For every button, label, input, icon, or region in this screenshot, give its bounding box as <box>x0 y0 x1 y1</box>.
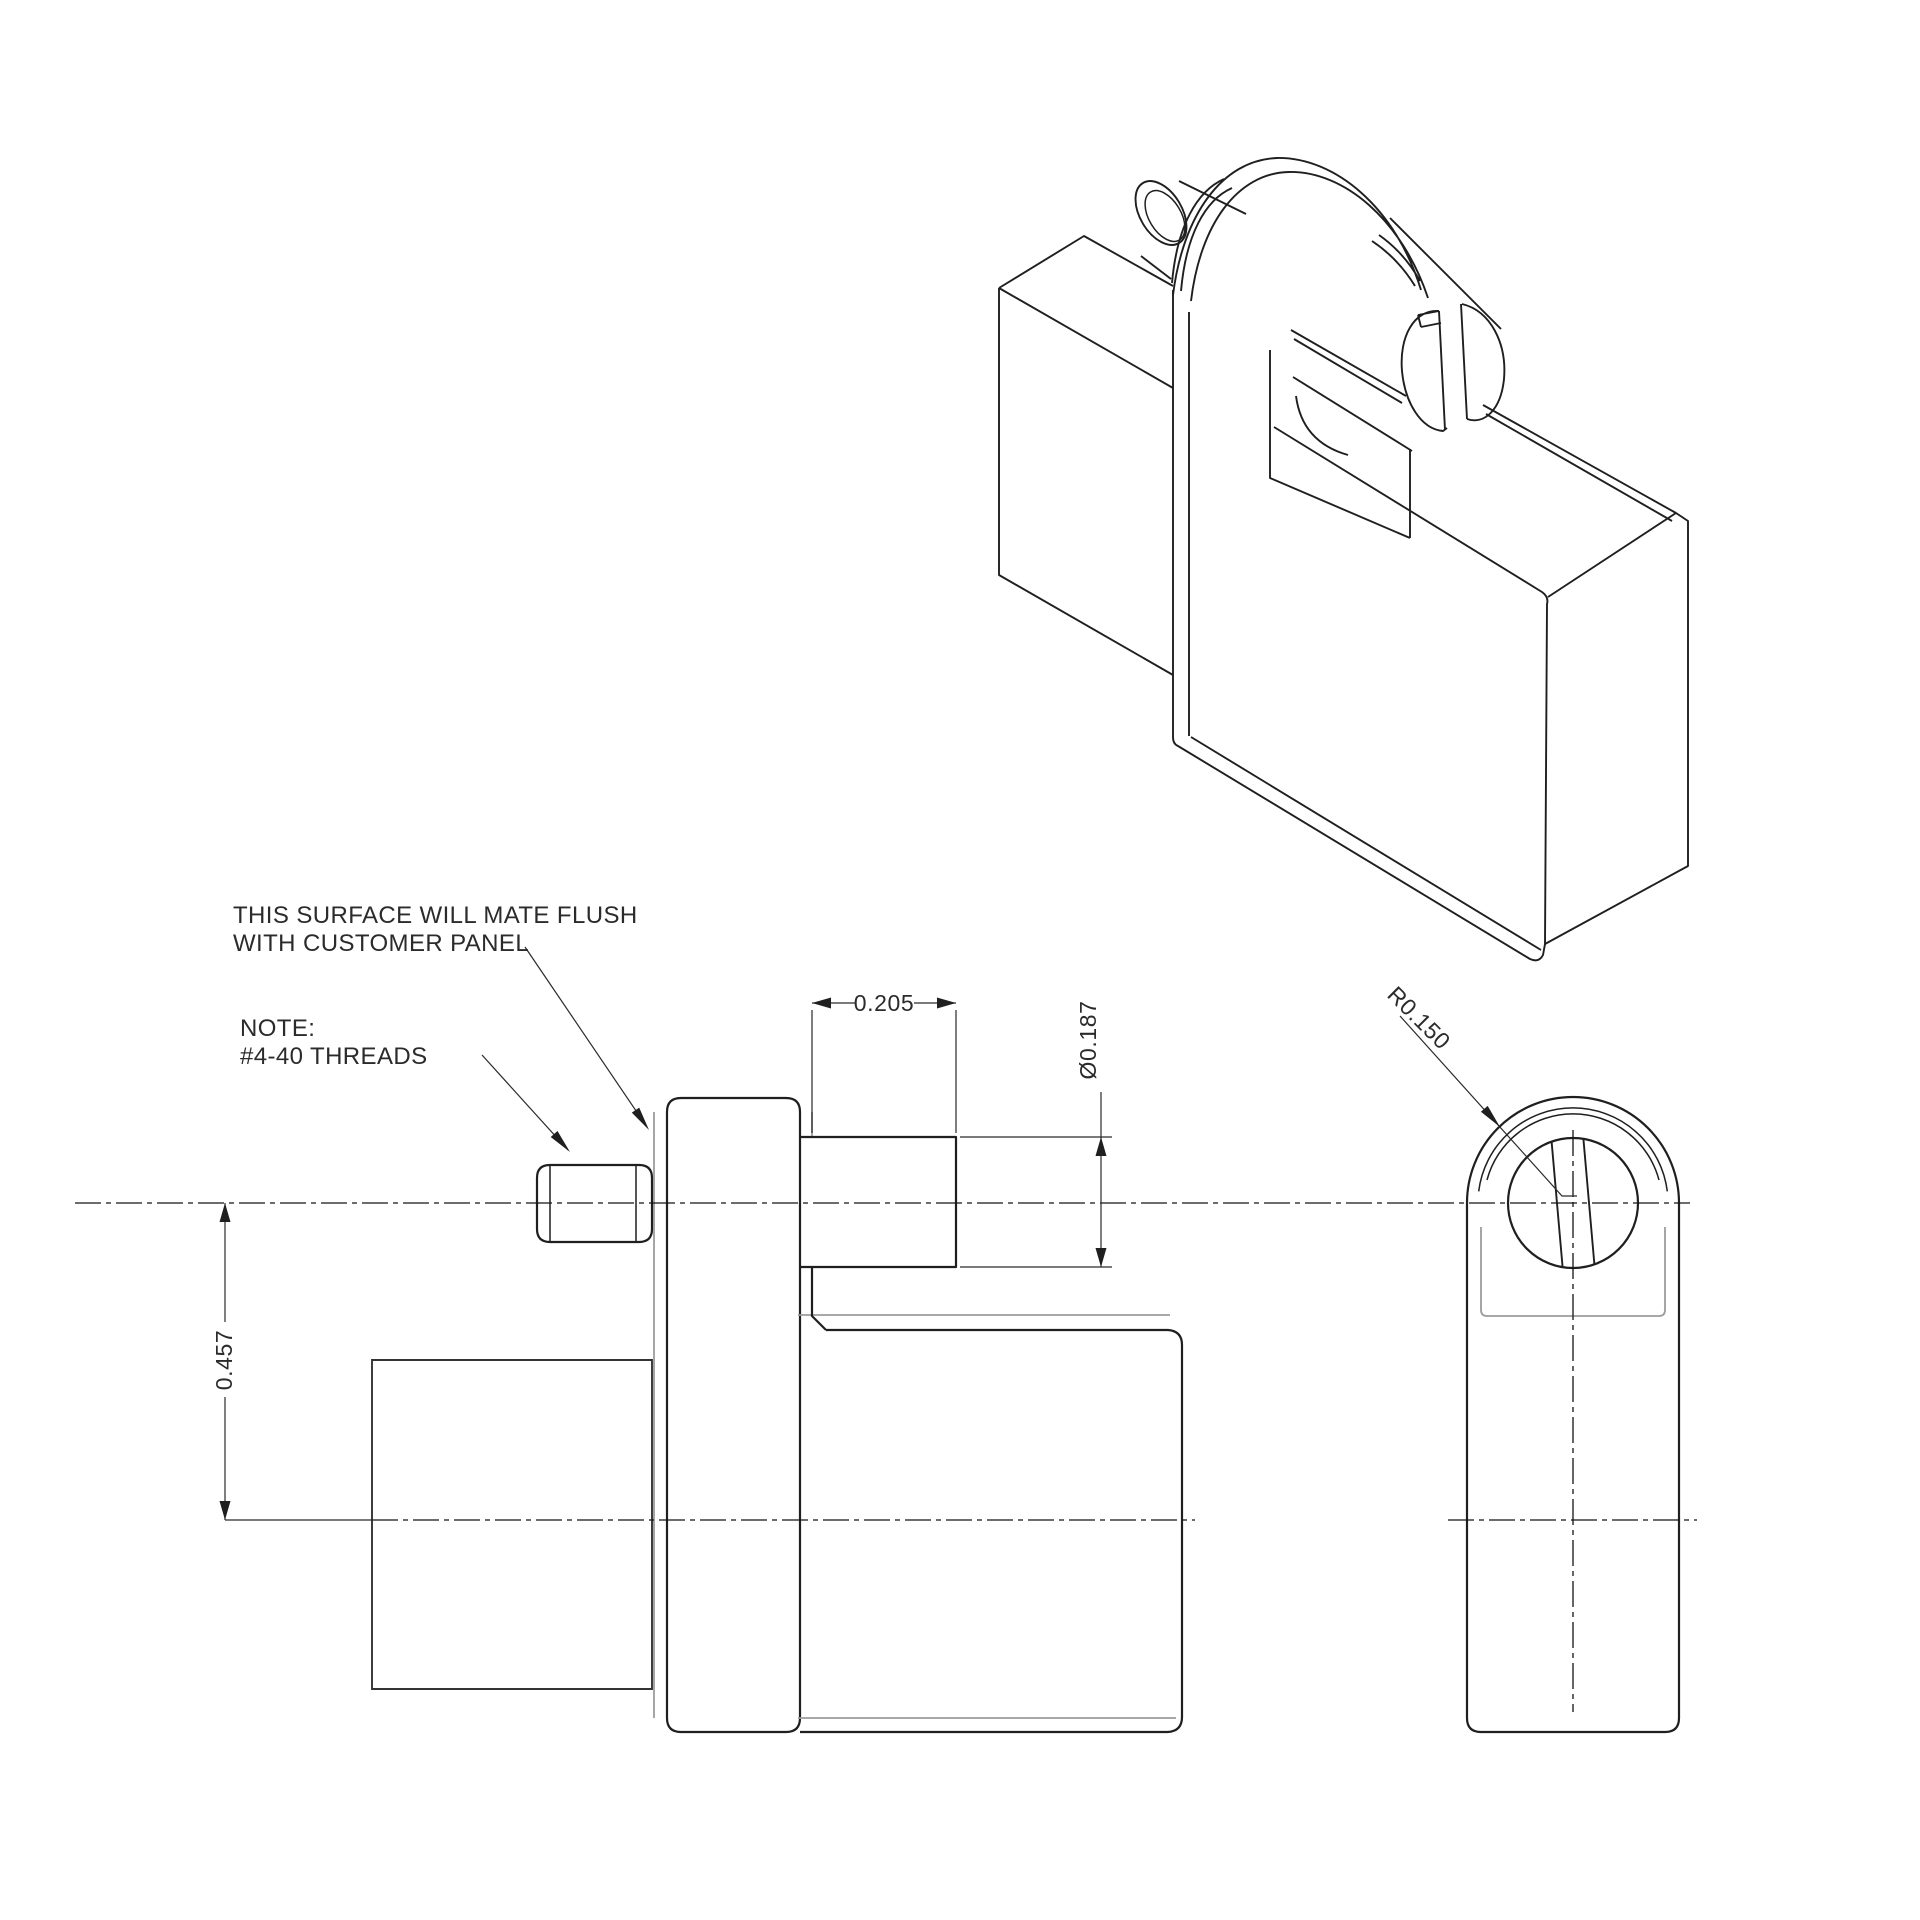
thread-note-line2: #4-40 THREADS <box>240 1043 428 1070</box>
dim-0205-arrow-right <box>937 997 956 1009</box>
surface-note-line1: THIS SURFACE WILL MATE FLUSH <box>233 902 638 929</box>
dim-0205-arrow-left <box>812 997 831 1009</box>
dim-0205-lines <box>811 1002 957 1133</box>
dimension-vertical-offset: 0.457 <box>211 1203 372 1521</box>
dim-r0150-arrow <box>1480 1105 1500 1127</box>
dim-r0150-leader <box>1399 1015 1577 1197</box>
dim-0187-arrow-bottom <box>1095 1248 1107 1267</box>
dim-0457-arrow-top <box>219 1203 231 1222</box>
dim-0457-arrow-bottom <box>219 1501 231 1520</box>
iso-slot-face <box>1400 303 1506 432</box>
iso-stud-thread <box>1144 189 1186 243</box>
centerlines <box>75 1130 1697 1712</box>
iso-flange-plate <box>1172 290 1546 962</box>
annotation-thread-note: NOTE: #4-40 THREADS <box>240 1015 570 1152</box>
surface-note-leader <box>524 946 648 1128</box>
side-flange <box>665 1096 802 1734</box>
dimension-stud-length: 0.205 <box>811 990 957 1133</box>
end-slot-lines <box>1550 1138 1596 1268</box>
iso-rear-block <box>998 235 1174 676</box>
side-view <box>371 1096 1184 1734</box>
surface-note-line2: WITH CUSTOMER PANEL <box>233 930 529 957</box>
dimension-shaft-diameter: Ø0.187 <box>960 1000 1112 1268</box>
iso-cylinder <box>1292 217 1502 452</box>
iso-thread-boss <box>1171 178 1233 292</box>
annotation-surface-note: THIS SURFACE WILL MATE FLUSH WITH CUSTOM… <box>233 902 649 1130</box>
iso-stud-end <box>1134 180 1188 246</box>
end-outline <box>1465 1095 1681 1734</box>
side-shaft <box>800 1135 958 1269</box>
dim-0457-text: 0.457 <box>211 1330 237 1391</box>
side-rear-block <box>371 1359 653 1690</box>
dim-0187-lines <box>960 1092 1112 1268</box>
thread-note-arrow <box>550 1131 570 1152</box>
iso-flange-dome <box>1172 157 1429 302</box>
thread-note-leader <box>481 1054 569 1151</box>
dim-0205-text: 0.205 <box>854 990 915 1016</box>
dim-0187-arrow-top <box>1095 1137 1107 1156</box>
surface-note-arrow <box>631 1107 649 1130</box>
dim-0457-lines <box>224 1203 372 1521</box>
iso-stud-silhouette <box>1140 180 1247 280</box>
thread-note-line1: NOTE: <box>240 1015 315 1042</box>
side-stud <box>535 1163 654 1244</box>
side-block-silhouette <box>798 1314 1176 1719</box>
iso-main-block <box>1269 329 1689 945</box>
isometric-view <box>998 157 1689 962</box>
dim-0187-text: Ø0.187 <box>1075 1000 1101 1079</box>
end-bore-arcs <box>1477 1107 1669 1192</box>
side-block <box>800 1267 1184 1734</box>
